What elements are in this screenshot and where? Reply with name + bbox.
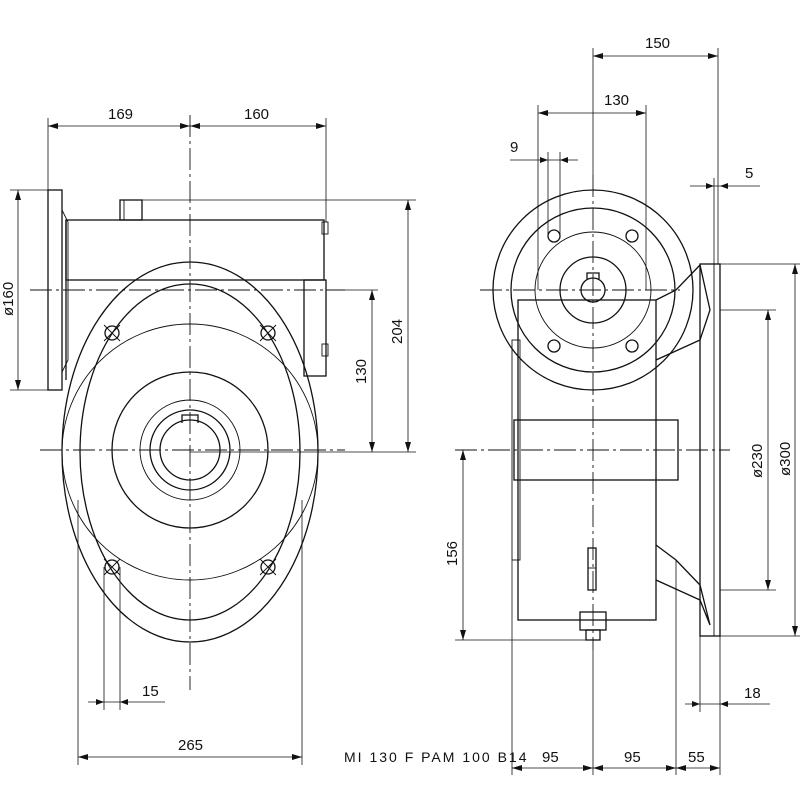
front-view (30, 115, 345, 690)
dim-150: 150 (645, 35, 670, 52)
dim-95-right: 95 (624, 749, 641, 766)
upper-gusset (655, 263, 711, 361)
dim-130-width: 130 (604, 92, 629, 109)
dim-flange-dia: ø160 (0, 282, 17, 316)
front-dimensions (10, 118, 416, 765)
side-boss (303, 279, 327, 377)
dim-130-height: 130 (353, 359, 370, 384)
dim-55: 55 (688, 749, 705, 766)
dim-5: 5 (745, 165, 753, 182)
dim-160: 160 (244, 106, 269, 123)
dim-156: 156 (444, 541, 461, 566)
bolt-holes-side (547, 229, 639, 353)
dim-dia230: ø230 (749, 444, 766, 478)
dim-169: 169 (108, 106, 133, 123)
dim-18: 18 (744, 685, 761, 702)
dim-204: 204 (389, 319, 406, 344)
breather-plug (119, 199, 143, 221)
lower-gusset (655, 544, 711, 626)
bolt-holes-front (103, 324, 277, 576)
model-caption: MI 130 F PAM 100 B14 (344, 749, 528, 765)
housing-body (65, 219, 325, 281)
dim-9: 9 (510, 139, 518, 156)
dim-265: 265 (178, 737, 203, 754)
dim-15: 15 (142, 683, 159, 700)
dim-dia300: ø300 (777, 442, 794, 476)
dim-95-left: 95 (542, 749, 559, 766)
side-dimensions (455, 48, 800, 775)
side-view (455, 175, 730, 650)
